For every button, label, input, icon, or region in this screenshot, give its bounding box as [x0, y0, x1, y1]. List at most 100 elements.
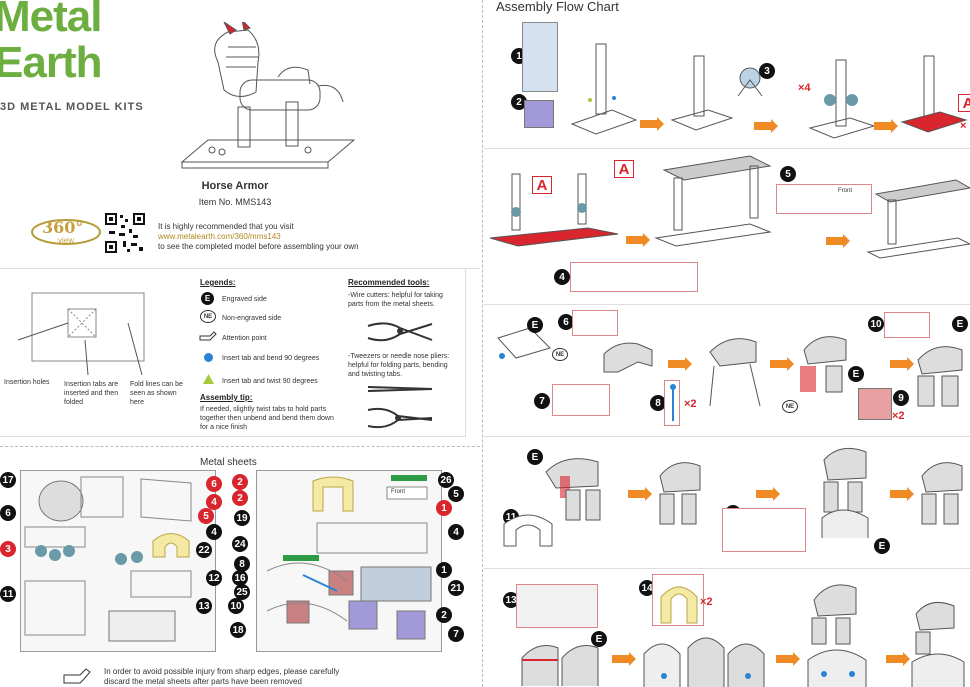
- tweezers-icon: [367, 386, 433, 392]
- legend-non-engraved: Non-engraved side: [222, 315, 282, 322]
- legend-twist: Insert tab and twist 90 degrees: [222, 378, 318, 385]
- insertion-holes-label: Insertion holes: [4, 379, 50, 386]
- view-label: view: [58, 236, 75, 245]
- part-11: [503, 514, 553, 547]
- attention-hand-icon: [199, 331, 217, 341]
- saddle-assembly: [521, 645, 599, 686]
- part-5-box: [776, 184, 872, 214]
- flow-arrow-icon: [754, 119, 778, 133]
- multiplier: ×: [960, 120, 967, 132]
- view-360-badge[interactable]: 360° view: [30, 216, 102, 246]
- tools-title: Recommended tools:: [348, 278, 430, 287]
- sheet-callout: 12: [206, 570, 222, 586]
- sheet-callout: 25: [234, 584, 250, 600]
- legend-panel-right: [465, 268, 466, 436]
- sheet-callout: 18: [230, 622, 246, 638]
- sheet-callout: 10: [228, 598, 244, 614]
- assembly-tip-text: If needed, slightly twist tabs to hold p…: [200, 406, 334, 431]
- part-8-box: [664, 380, 680, 426]
- metal-sheet-1: [20, 470, 216, 652]
- engraved-badge: E: [848, 366, 864, 382]
- sheet-callout: 6: [206, 476, 222, 492]
- part-13-box: [516, 584, 598, 628]
- armor-stack-2: [911, 601, 965, 687]
- callout-a: A: [614, 160, 634, 178]
- sheet-callout: 1: [436, 562, 452, 578]
- tools-cutters: -Wire cutters: helpful for taking parts …: [348, 292, 443, 308]
- view-360-ring-icon: [31, 219, 101, 245]
- row-divider: [484, 568, 970, 569]
- base-assembly-red: [489, 173, 619, 247]
- assembly-tip-title: Assembly tip:: [200, 393, 253, 402]
- front-label: Front: [838, 188, 853, 194]
- step-number: 10: [868, 316, 884, 332]
- sheet-callout: 24: [232, 536, 248, 552]
- non-engraved-badge: NE: [782, 400, 798, 413]
- sheet-callout: 2: [232, 474, 248, 490]
- part-12-box: [722, 508, 806, 552]
- engraved-badge: E: [874, 538, 890, 554]
- engraved-badge: E: [527, 449, 543, 465]
- step-number: 7: [534, 393, 550, 409]
- post-assembly-4: [900, 55, 968, 133]
- step-number: 5: [780, 166, 796, 182]
- part-10-box: [884, 312, 930, 338]
- part-8-pin: [670, 384, 676, 421]
- sheet-callout: 21: [448, 580, 464, 596]
- step-number: 3: [759, 63, 775, 79]
- part-1: [522, 22, 558, 92]
- recommend-url[interactable]: www.metalearth.com/360/mms143: [158, 232, 281, 241]
- item-number: Item No. MMS143: [198, 197, 272, 207]
- engraved-badge: E: [952, 316, 968, 332]
- sheet-callout: 19: [234, 510, 250, 526]
- non-engraved-icon: NE: [200, 310, 216, 323]
- post-assembly-3: [808, 59, 876, 139]
- sheet-callout: 13: [196, 598, 212, 614]
- multiplier: ×2: [684, 398, 697, 410]
- part-2: [524, 100, 554, 128]
- step-number: 13: [503, 592, 519, 608]
- step-number: 4: [554, 269, 570, 285]
- tools-tweezers: -Tweezers or needle nose pliers: helpful…: [348, 353, 450, 378]
- sheet-callout: 5: [448, 486, 464, 502]
- part-3: [737, 67, 763, 97]
- sheet-callout: 6: [0, 505, 16, 521]
- recommend-line-3: to see the completed model before assemb…: [158, 242, 359, 251]
- flow-arrow-icon: [776, 652, 800, 666]
- engraved-badge: E: [591, 631, 607, 647]
- blue-dot-icon: [204, 353, 213, 362]
- legends-title: Legends:: [200, 278, 236, 287]
- flow-arrow-icon: [890, 357, 914, 371]
- cut-line: [0, 446, 480, 447]
- multiplier: ×2: [892, 410, 905, 422]
- row-divider: [484, 148, 970, 149]
- flow-arrow-icon: [770, 357, 794, 371]
- part-14-arch: [660, 586, 698, 624]
- horse-armor-illustration: [180, 22, 356, 169]
- flow-arrow-icon: [886, 652, 910, 666]
- sheet-callout: 3: [0, 541, 16, 557]
- flow-arrow-icon: [626, 233, 650, 247]
- page-fold-line: [482, 0, 483, 687]
- row-divider: [484, 436, 970, 437]
- legend-bend: Insert tab and bend 90 degrees: [222, 355, 320, 362]
- armor-assembly-2: [917, 346, 963, 407]
- flow-arrow-icon: [756, 487, 780, 501]
- sheet-callout: 5: [198, 508, 214, 524]
- callout-a: A: [958, 94, 970, 112]
- base-assembly-2: [654, 155, 772, 247]
- flow-arrow-icon: [826, 234, 850, 248]
- step-number: 6: [558, 314, 574, 330]
- legend-attention: Attention point: [222, 335, 267, 342]
- armor-stack-1: [807, 584, 867, 687]
- legend-panel-bottom: [0, 436, 466, 437]
- step-number: 8: [650, 395, 666, 411]
- armor-body-1: [659, 462, 701, 525]
- part-14-box: [652, 574, 704, 626]
- base-assembly-3: [866, 179, 970, 259]
- engraved-badge: E: [527, 317, 543, 333]
- qr-code-icon[interactable]: [103, 211, 147, 255]
- post-assembly-2: [670, 55, 734, 131]
- part-7-box: [552, 384, 610, 416]
- row-divider: [484, 304, 970, 305]
